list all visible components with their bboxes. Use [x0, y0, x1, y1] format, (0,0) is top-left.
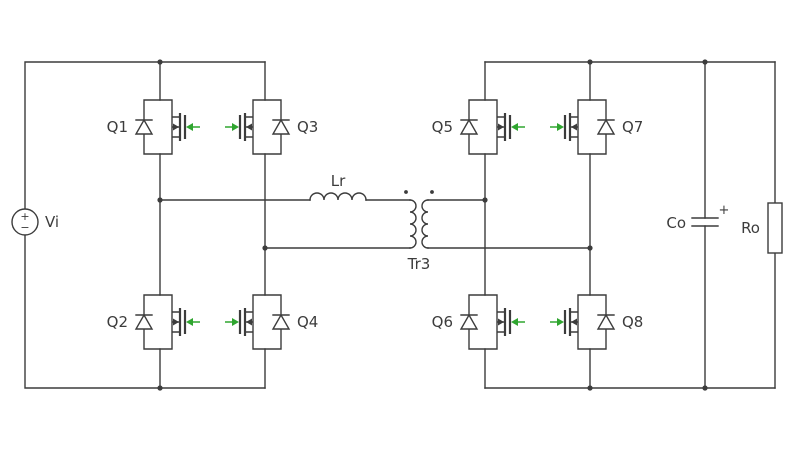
switch-q6: Q6: [432, 293, 527, 351]
lr-label: Lr: [331, 172, 346, 190]
co-plus-sign: +: [719, 203, 730, 218]
q1-label: Q1: [107, 118, 128, 136]
resistor-body-icon: [767, 202, 783, 254]
co-label: Co: [666, 214, 686, 232]
tr3-label: Tr3: [407, 255, 431, 273]
junction-dot: [157, 385, 163, 391]
q6-label: Q6: [432, 313, 453, 331]
capacitor-co: + Co: [666, 203, 729, 232]
inductor-coil-icon: [309, 192, 367, 201]
secondary-link-wires: [427, 199, 591, 249]
switch-q1: Q1: [107, 98, 202, 156]
transformer-tr3: Tr3: [404, 190, 434, 273]
output-branch-wires: [704, 61, 776, 389]
vi-plus-sign: +: [20, 210, 29, 223]
switch-q2: Q2: [107, 293, 202, 351]
transformer-secondary-winding-icon: [421, 199, 429, 249]
primary-polarity-dot-icon: [404, 190, 408, 194]
q4-label: Q4: [297, 313, 318, 331]
junction-dot: [262, 245, 268, 251]
switch-q7: Q7: [548, 98, 643, 156]
junction-dot: [157, 197, 163, 203]
switch-q8: Q8: [548, 293, 643, 351]
junction-dot: [157, 59, 163, 65]
wires: [24, 61, 776, 389]
transformer-primary-winding-icon: [409, 199, 417, 249]
switch-q5: Q5: [432, 98, 527, 156]
primary-link-wires: [159, 199, 411, 249]
q2-label: Q2: [107, 313, 128, 331]
right-bridge-legs: [484, 61, 591, 389]
inductor-lr: Lr: [309, 172, 367, 201]
vi-minus-sign: −: [20, 221, 29, 234]
junction-dot: [482, 197, 488, 203]
resistor-ro: Ro: [741, 202, 783, 254]
voltage-source-circle-icon: [11, 208, 39, 236]
q7-label: Q7: [622, 118, 643, 136]
secondary-polarity-dot-icon: [430, 190, 434, 194]
switch-q4: Q4: [223, 293, 318, 351]
junction-dots: [157, 59, 708, 391]
junction-dot: [702, 59, 708, 65]
capacitor-plates-icon: [691, 217, 719, 227]
right-bridge-rails: [484, 61, 776, 389]
left-bridge-legs: [159, 61, 266, 389]
q8-label: Q8: [622, 313, 643, 331]
switch-q3: Q3: [223, 98, 318, 156]
junction-dot: [587, 59, 593, 65]
junction-dot: [702, 385, 708, 391]
junction-dot: [587, 385, 593, 391]
voltage-source-vi: + − Vi: [11, 208, 59, 236]
ro-label: Ro: [741, 219, 760, 237]
q5-label: Q5: [432, 118, 453, 136]
junction-dot: [587, 245, 593, 251]
vi-label: Vi: [45, 213, 59, 231]
q3-label: Q3: [297, 118, 318, 136]
left-bridge-rails: [24, 61, 266, 389]
